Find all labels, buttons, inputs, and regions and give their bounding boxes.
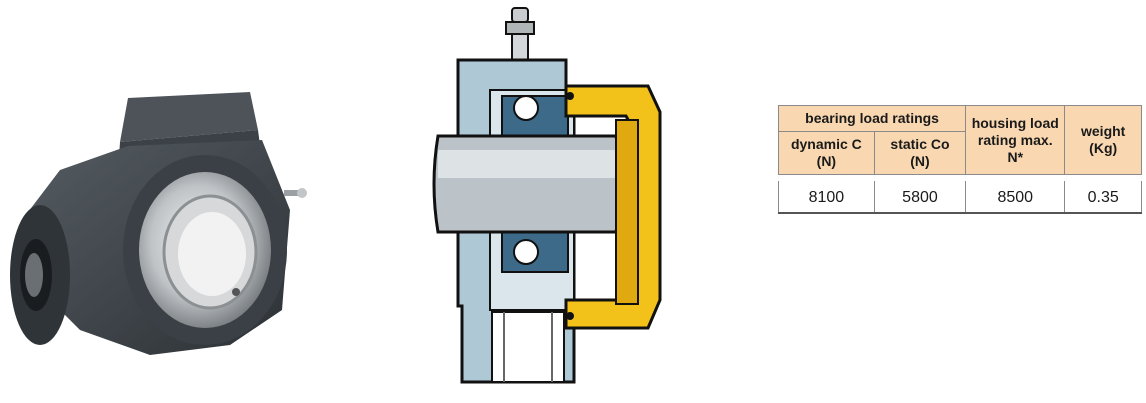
bearing-cross-section-diagram xyxy=(432,7,662,384)
weight-header: weight (Kg) xyxy=(1064,105,1142,175)
static-value: 5800 xyxy=(873,181,967,214)
bearing-load-ratings-header: bearing load ratings xyxy=(777,105,967,132)
housing-load-rating-header: housing load rating max. N* xyxy=(965,105,1066,175)
bearing-unit-photo xyxy=(10,92,307,355)
spec-header-row-2: dynamic C (N) static Co (N) xyxy=(778,131,1142,175)
housing-value: 8500 xyxy=(965,181,1066,214)
static-header: static Co (N) xyxy=(873,131,967,175)
spec-header-row-1: bearing load ratings housing load rating… xyxy=(777,105,1142,175)
dynamic-header: dynamic C (N) xyxy=(778,131,875,175)
spec-table: bearing load ratings housing load rating… xyxy=(777,105,1142,214)
spec-value-row: 8100 5800 8500 0.35 xyxy=(778,181,1142,214)
dynamic-value: 8100 xyxy=(778,181,875,214)
weight-value: 0.35 xyxy=(1064,181,1142,214)
spec-table-container: bearing load ratings housing load rating… xyxy=(777,105,1142,214)
